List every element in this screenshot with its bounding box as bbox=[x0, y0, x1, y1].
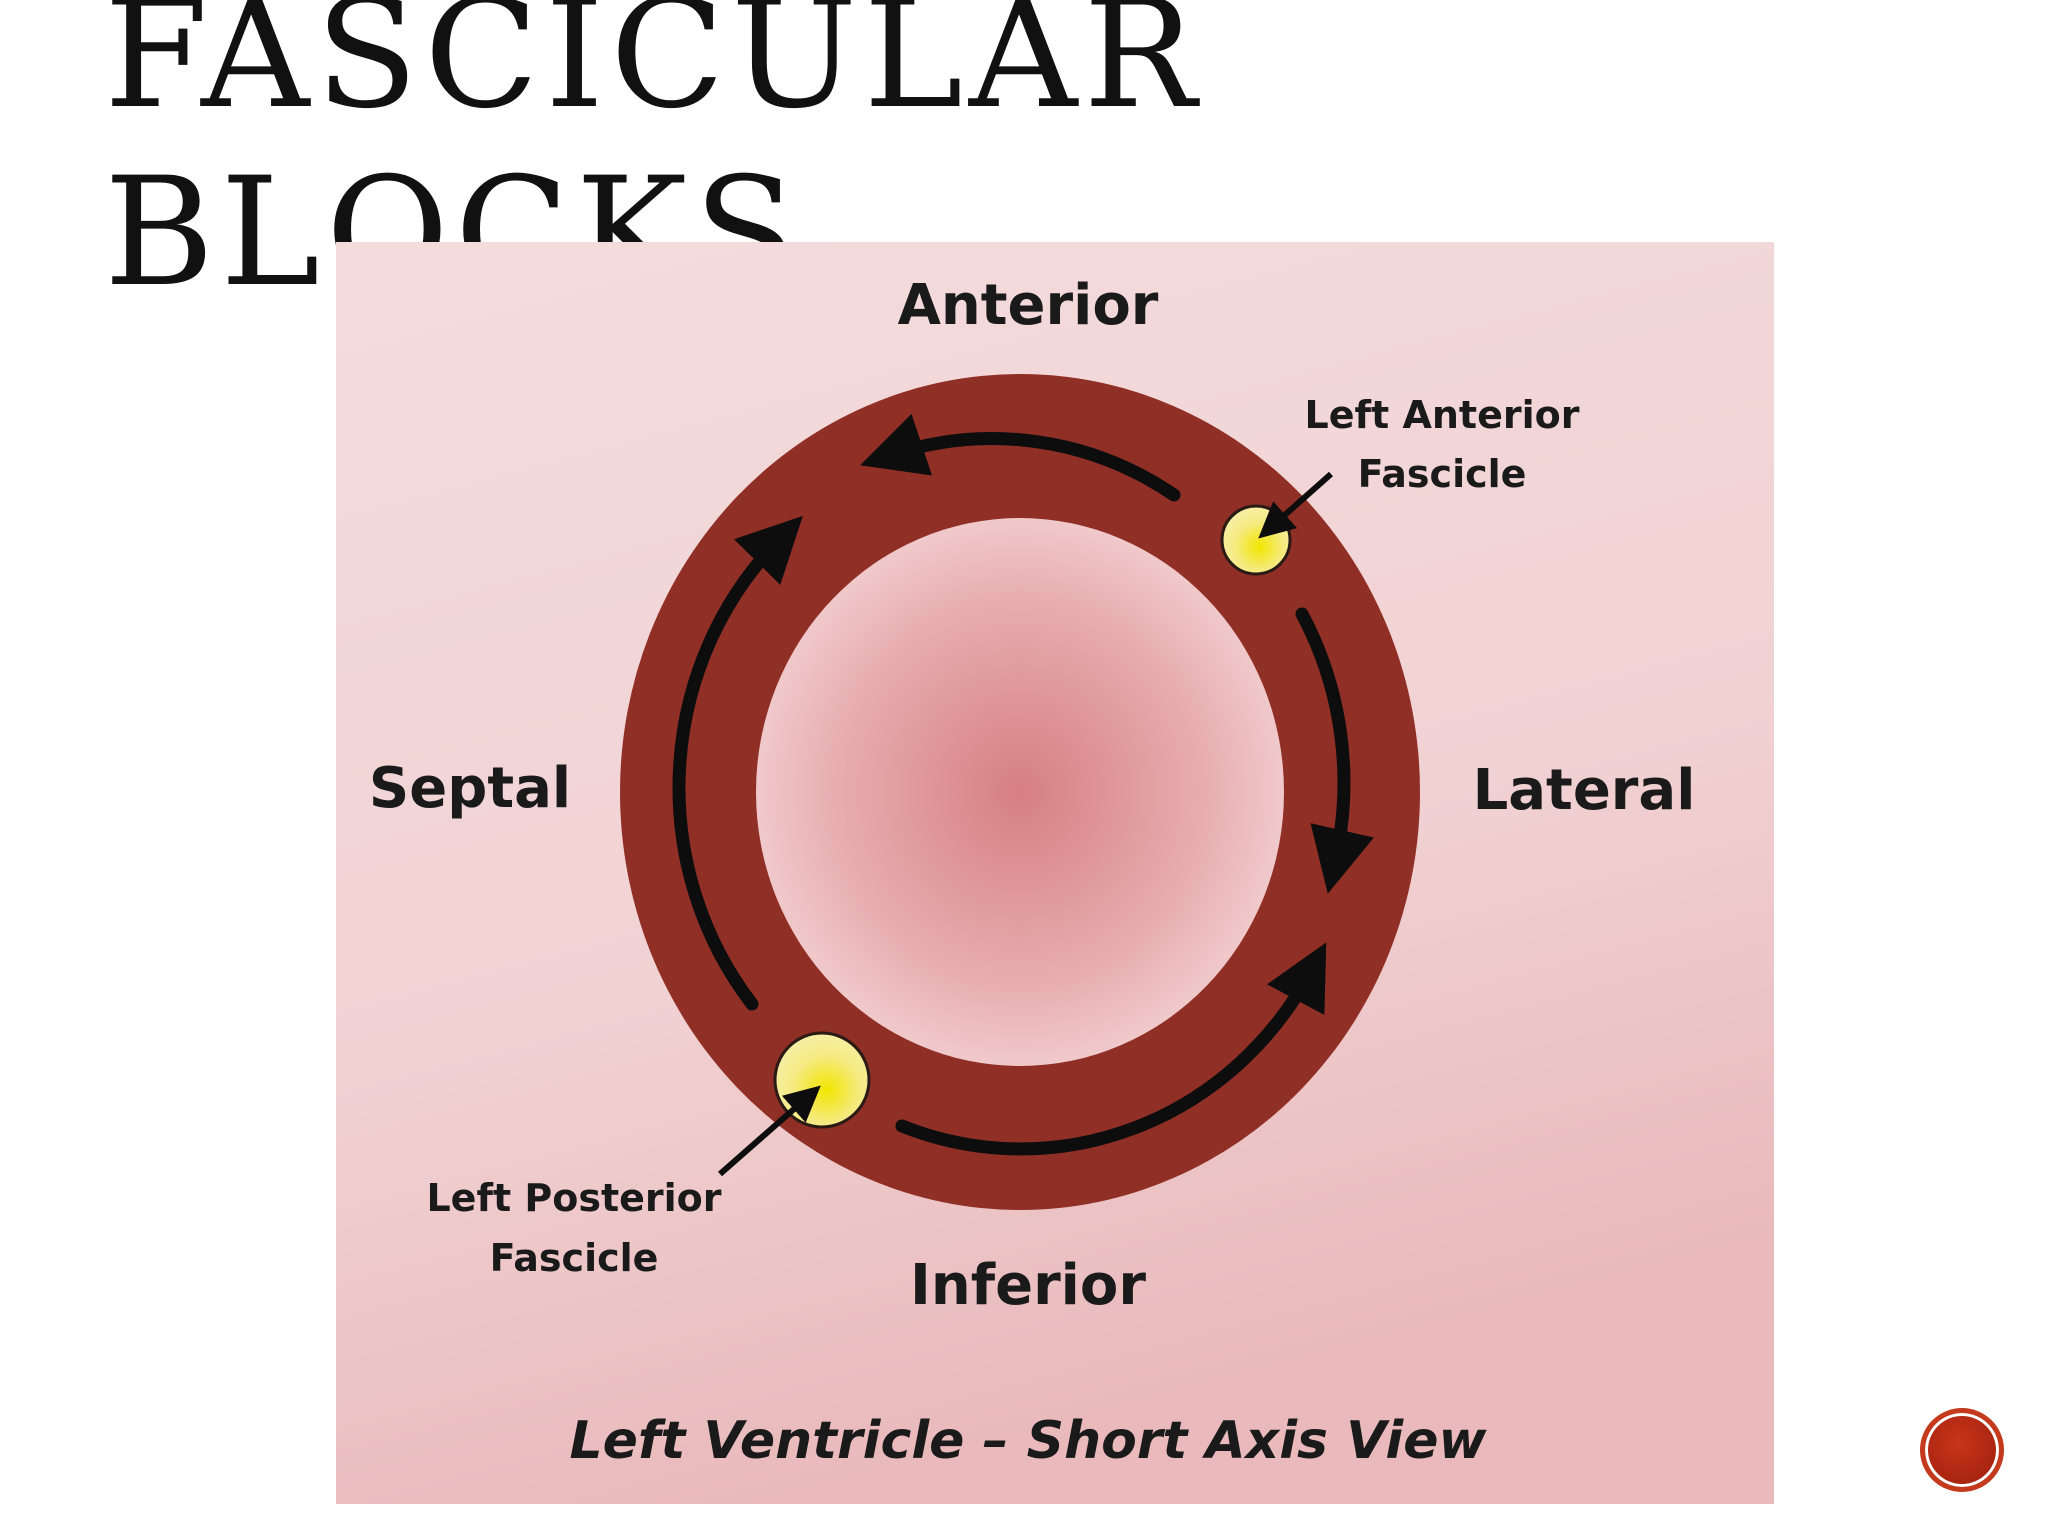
left-posterior-fascicle-label-line-1: Left Posterior bbox=[426, 1176, 721, 1220]
lateral-label: Lateral bbox=[1473, 758, 1696, 823]
diagram-caption: Left Ventricle – Short Axis View bbox=[569, 1411, 1487, 1471]
diagram-canvas: Anterior Septal Lateral Inferior Left An… bbox=[336, 242, 1774, 1504]
slide-title: FASCICULAR BLOCKS bbox=[104, 0, 1202, 322]
slide-title-line-1: FASCICULAR bbox=[104, 0, 1203, 142]
left-anterior-fascicle-label-line-1: Left Anterior bbox=[1305, 393, 1580, 437]
anterior-fascicle-pointer bbox=[1258, 471, 1333, 539]
left-ventricle-diagram: Anterior Septal Lateral Inferior Left An… bbox=[336, 242, 1774, 1504]
septal-label: Septal bbox=[369, 756, 571, 821]
anterior-arrow bbox=[860, 413, 1181, 502]
left-anterior-fascicle-label-line-2: Fascicle bbox=[1358, 452, 1527, 496]
lateral-arrow bbox=[1295, 607, 1374, 894]
left-posterior-fascicle-label-line-2: Fascicle bbox=[490, 1236, 659, 1280]
circle-button-icon[interactable] bbox=[1920, 1408, 2004, 1492]
inferior-arrow bbox=[895, 942, 1327, 1156]
septal-arrow bbox=[672, 515, 803, 1011]
ventricle-cavity bbox=[756, 518, 1284, 1066]
inferior-label: Inferior bbox=[910, 1253, 1146, 1318]
anterior-label: Anterior bbox=[898, 273, 1159, 338]
posterior-fascicle-pointer bbox=[718, 1085, 821, 1177]
